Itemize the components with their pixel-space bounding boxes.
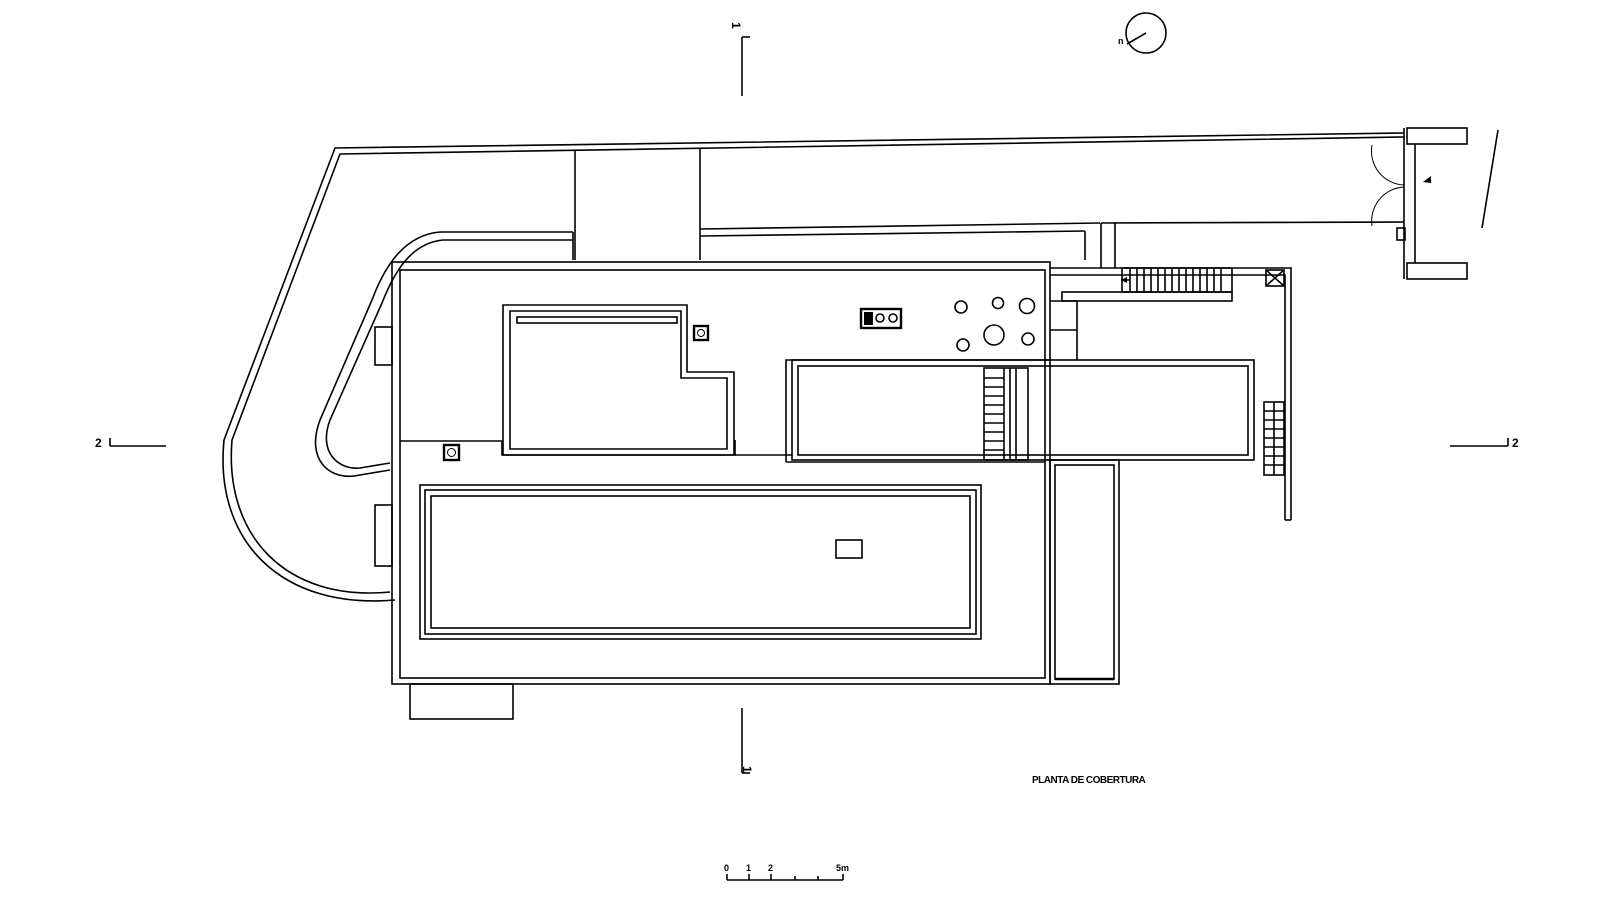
roof-drain-icon xyxy=(692,324,710,342)
roof-drain-icon xyxy=(442,443,461,462)
section-line-1-top xyxy=(741,36,750,96)
main-roof-skylight xyxy=(419,484,982,640)
skylight-upper xyxy=(502,304,735,456)
shaft-x-icon xyxy=(1265,269,1285,287)
scale-label-5m: 5m xyxy=(836,863,850,873)
north-arrow-icon xyxy=(1125,12,1167,54)
roof-internal-lines xyxy=(400,359,1050,463)
main-roof-outline xyxy=(374,261,1292,720)
roof-vent-circles xyxy=(954,296,1036,352)
section-line-2-left xyxy=(109,438,166,447)
hvac-unit-icon xyxy=(859,307,903,330)
access-ramp-walls xyxy=(222,132,1405,602)
section-label-1-bottom: 1 xyxy=(740,766,754,773)
staircase-central xyxy=(983,367,1029,461)
section-label-1-top: 1 xyxy=(729,22,743,29)
driveway-curve xyxy=(314,231,574,477)
scale-label-2: 2 xyxy=(768,863,774,873)
skylight-right xyxy=(791,359,1255,461)
staircase-east xyxy=(1263,401,1285,476)
staircase-upper xyxy=(1050,267,1233,360)
scale-label-1: 1 xyxy=(746,863,752,873)
section-label-2-left: 2 xyxy=(95,436,102,450)
drawing-title: PLANTA DE COBERTURA xyxy=(1032,775,1146,786)
scale-label-0: 0 xyxy=(724,863,730,873)
section-line-2-right xyxy=(1450,438,1509,447)
scale-bar xyxy=(726,874,844,881)
entry-gate xyxy=(1370,127,1499,280)
section-label-2-right: 2 xyxy=(1512,436,1519,450)
section-line-1-bottom xyxy=(741,708,750,774)
north-arrow-label: n xyxy=(1118,36,1124,46)
